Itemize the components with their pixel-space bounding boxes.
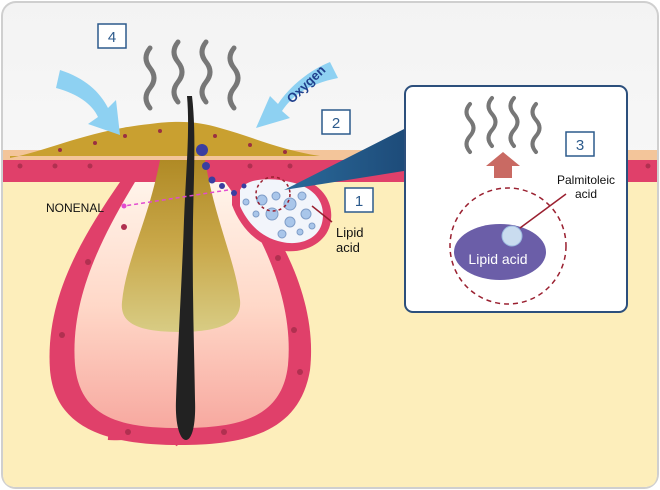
step-2-label: 2 — [332, 115, 340, 132]
nonenal-pointer-line — [123, 189, 229, 207]
lipid-acid-inset-label: Lipid acid — [468, 251, 527, 267]
lipid-acid-ellipse — [454, 224, 546, 280]
step-3-label: 3 — [576, 137, 584, 154]
hair-shaft — [175, 96, 196, 440]
palmitoleic-pointer — [519, 193, 567, 229]
step-4-label: 4 — [108, 29, 116, 46]
follicle-sebum — [121, 160, 241, 332]
nonenal-pointer-dot — [121, 203, 127, 209]
oxidising-lipid-dots — [196, 144, 247, 196]
inset-dashed-circle — [449, 187, 567, 305]
palmitoleic-label-line2: acid — [575, 187, 597, 201]
step-4-box — [97, 23, 127, 49]
follicle-wall-dots — [59, 224, 303, 435]
lipid-droplets — [242, 191, 316, 239]
step-2-box — [321, 109, 351, 135]
lipid-acid-label-line2: acid — [336, 240, 360, 255]
step-1-label: 1 — [355, 193, 363, 210]
skin-surface-top — [3, 150, 657, 160]
oxygen-arrow — [256, 62, 338, 128]
sebum-dots — [58, 129, 287, 154]
nonenal-label: NONENAL — [46, 201, 104, 215]
step-1-box — [344, 187, 374, 213]
palmitoleic-label-line1: Palmitoleic — [557, 173, 615, 187]
surface-sebum — [10, 121, 320, 158]
zoom-beam — [284, 126, 410, 190]
zoom-target-circle — [255, 176, 291, 212]
lipid-acid-label-line1: Lipid — [336, 225, 363, 240]
follicle-base — [107, 434, 180, 447]
step-4-arrow — [56, 70, 120, 135]
odor-wisps — [143, 39, 241, 111]
lipid-acid-pointer — [311, 205, 333, 223]
inset-odor-wisps — [464, 96, 542, 154]
inset-up-arrow — [486, 152, 520, 178]
step-3-box — [565, 131, 595, 157]
palmitoleic-acid-droplet — [501, 225, 523, 247]
